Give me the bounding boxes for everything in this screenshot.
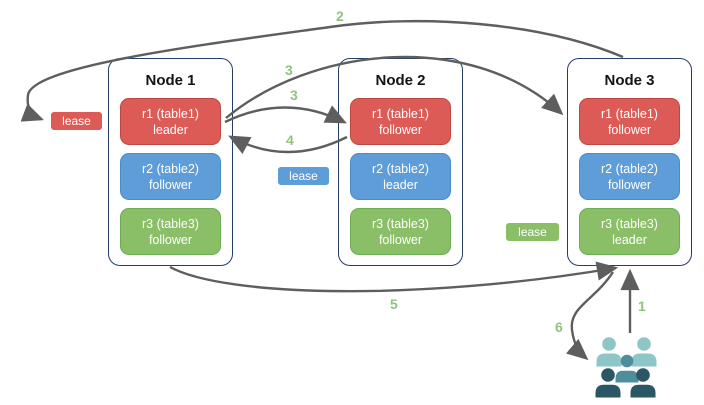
- step-label-1: 1: [638, 298, 646, 314]
- node1-replica-r1: r1 (table1) leader: [120, 98, 221, 145]
- replica-name: r2 (table2): [372, 161, 429, 176]
- replica-role: follower: [148, 232, 193, 247]
- person-back-left: [596, 337, 622, 367]
- node-1-title: Node 1: [145, 72, 196, 89]
- step-label-2: 2: [336, 8, 344, 24]
- lease-badge-green: lease: [505, 222, 560, 242]
- node3-replica-r3: r3 (table3) leader: [579, 208, 680, 255]
- node-2-title: Node 2: [375, 72, 426, 89]
- node-1-box: Node 1 r1 (table1) leader r2 (table2) fo…: [108, 58, 233, 266]
- step-label-6: 6: [555, 319, 563, 335]
- lease-badge-blue: lease: [277, 166, 330, 186]
- person-back-right: [631, 337, 657, 367]
- step-label-3-to-node3: 3: [285, 62, 293, 78]
- replica-role: follower: [607, 177, 652, 192]
- node2-replica-r2: r2 (table2) leader: [350, 153, 451, 200]
- replica-name: r1 (table1): [142, 106, 199, 121]
- arrow-step-5: [169, 261, 619, 293]
- arrow-step-6: [565, 271, 615, 361]
- replica-name: r1 (table1): [372, 106, 429, 121]
- arrow-step-3-to-node2: [224, 105, 347, 124]
- step-label-5: 5: [390, 296, 398, 312]
- node2-replica-r3: r3 (table3) follower: [350, 208, 451, 255]
- step-label-3-to-node2: 3: [290, 87, 298, 103]
- replica-role: follower: [378, 232, 423, 247]
- replica-role: follower: [607, 122, 652, 137]
- node3-replica-r1: r1 (table1) follower: [579, 98, 680, 145]
- node2-replica-r1: r1 (table1) follower: [350, 98, 451, 145]
- node1-replica-r3: r3 (table3) follower: [120, 208, 221, 255]
- replica-name: r2 (table2): [601, 161, 658, 176]
- replica-role: follower: [148, 177, 193, 192]
- replica-name: r3 (table3): [372, 216, 429, 231]
- lease-badge-red: lease: [50, 111, 103, 131]
- step-label-4: 4: [286, 132, 294, 148]
- replica-name: r3 (table3): [601, 216, 658, 231]
- replica-role: leader: [153, 122, 188, 137]
- replica-name: r1 (table1): [601, 106, 658, 121]
- node1-replica-r2: r2 (table2) follower: [120, 153, 221, 200]
- replica-role: leader: [612, 232, 647, 247]
- person-middle: [615, 354, 639, 383]
- replica-role: leader: [383, 177, 418, 192]
- person-front-right: [630, 368, 656, 398]
- person-front-left: [595, 368, 621, 398]
- node-3-title: Node 3: [604, 72, 655, 89]
- node3-replica-r2: r2 (table2) follower: [579, 153, 680, 200]
- replica-role: follower: [378, 122, 423, 137]
- replica-name: r3 (table3): [142, 216, 199, 231]
- node-3-box: Node 3 r1 (table1) follower r2 (table2) …: [567, 58, 692, 266]
- users-group-icon: [595, 337, 657, 398]
- replica-name: r2 (table2): [142, 161, 199, 176]
- node-2-box: Node 2 r1 (table1) follower r2 (table2) …: [338, 58, 463, 266]
